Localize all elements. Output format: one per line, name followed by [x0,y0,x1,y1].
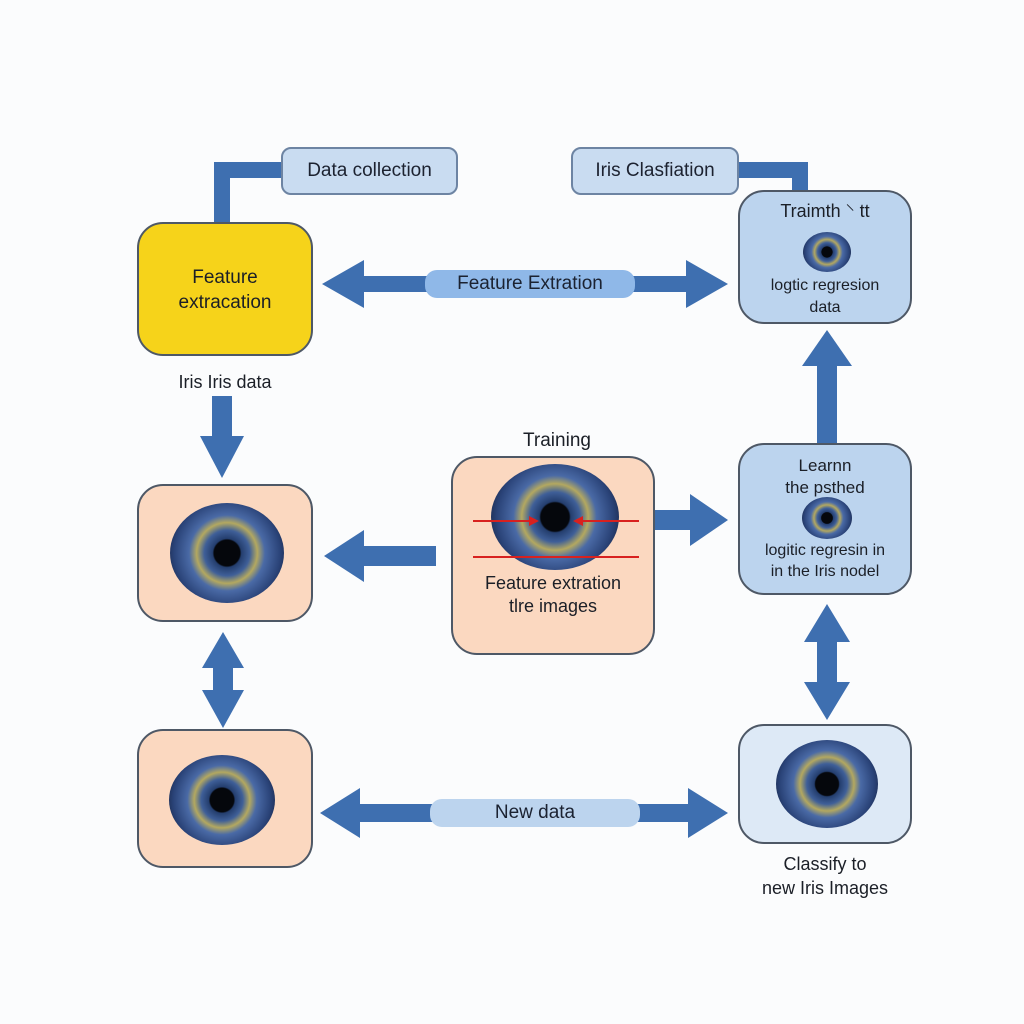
training-feature-node: Feature extration tlre images [451,456,655,655]
eye-icon [802,497,852,539]
iris-data-caption: Iris Iris data [178,372,272,392]
arrow-right-middle [652,494,728,546]
classify-caption-line1: Classify to [783,854,867,874]
red-markers [473,516,639,558]
training-logistic-title: Traimth ⸌ tt [780,201,870,221]
training-logistic-line2: data [809,299,841,316]
training-feature-line2: tlre images [508,596,598,616]
training-title: Training [523,430,591,451]
learn-model-node: Learnn the psthed logitic regresin in in… [738,443,912,595]
classify-node [738,724,912,844]
arrow-down-left [200,396,244,478]
eye-icon [170,503,284,603]
new-data-bar-label: New data [430,799,640,827]
classify-caption-line2: new Iris Images [761,878,889,898]
data-collection-label: Data collection [281,147,458,195]
eye-icon [169,755,275,845]
feature-extraction-node-line1: Feature [192,267,258,288]
iris-classification-label: Iris Clasfiation [571,147,739,195]
connector-iris-classification [730,162,808,190]
learn-model-line2: the psthed [785,478,865,497]
iris-image-node-bottom [137,729,313,868]
eye-icon [803,232,851,272]
feature-extraction-node-line2: extracation [178,292,272,313]
feature-extraction-node: Feature extracation [137,222,313,356]
arrow-vertical-double-right [804,604,850,720]
training-feature-line1: Feature extration [484,573,622,593]
eye-icon [776,740,878,828]
connector-data-collection [214,162,288,226]
arrow-up-right [802,330,852,444]
iris-image-node-middle [137,484,313,622]
arrow-vertical-double-left [202,632,244,728]
feature-extration-bar-label: Feature Extration [425,270,635,298]
learn-model-line3: logitic regresin in [764,542,886,559]
arrow-left-middle [324,530,436,582]
learn-model-line4: in the Iris nodel [770,563,880,580]
eye-icon [491,464,619,570]
training-logistic-line1: logtic regresion [770,277,880,294]
learn-model-line1: Learnn [798,456,852,475]
training-logistic-node: Traimth ⸌ tt logtic regresion data [738,190,912,324]
